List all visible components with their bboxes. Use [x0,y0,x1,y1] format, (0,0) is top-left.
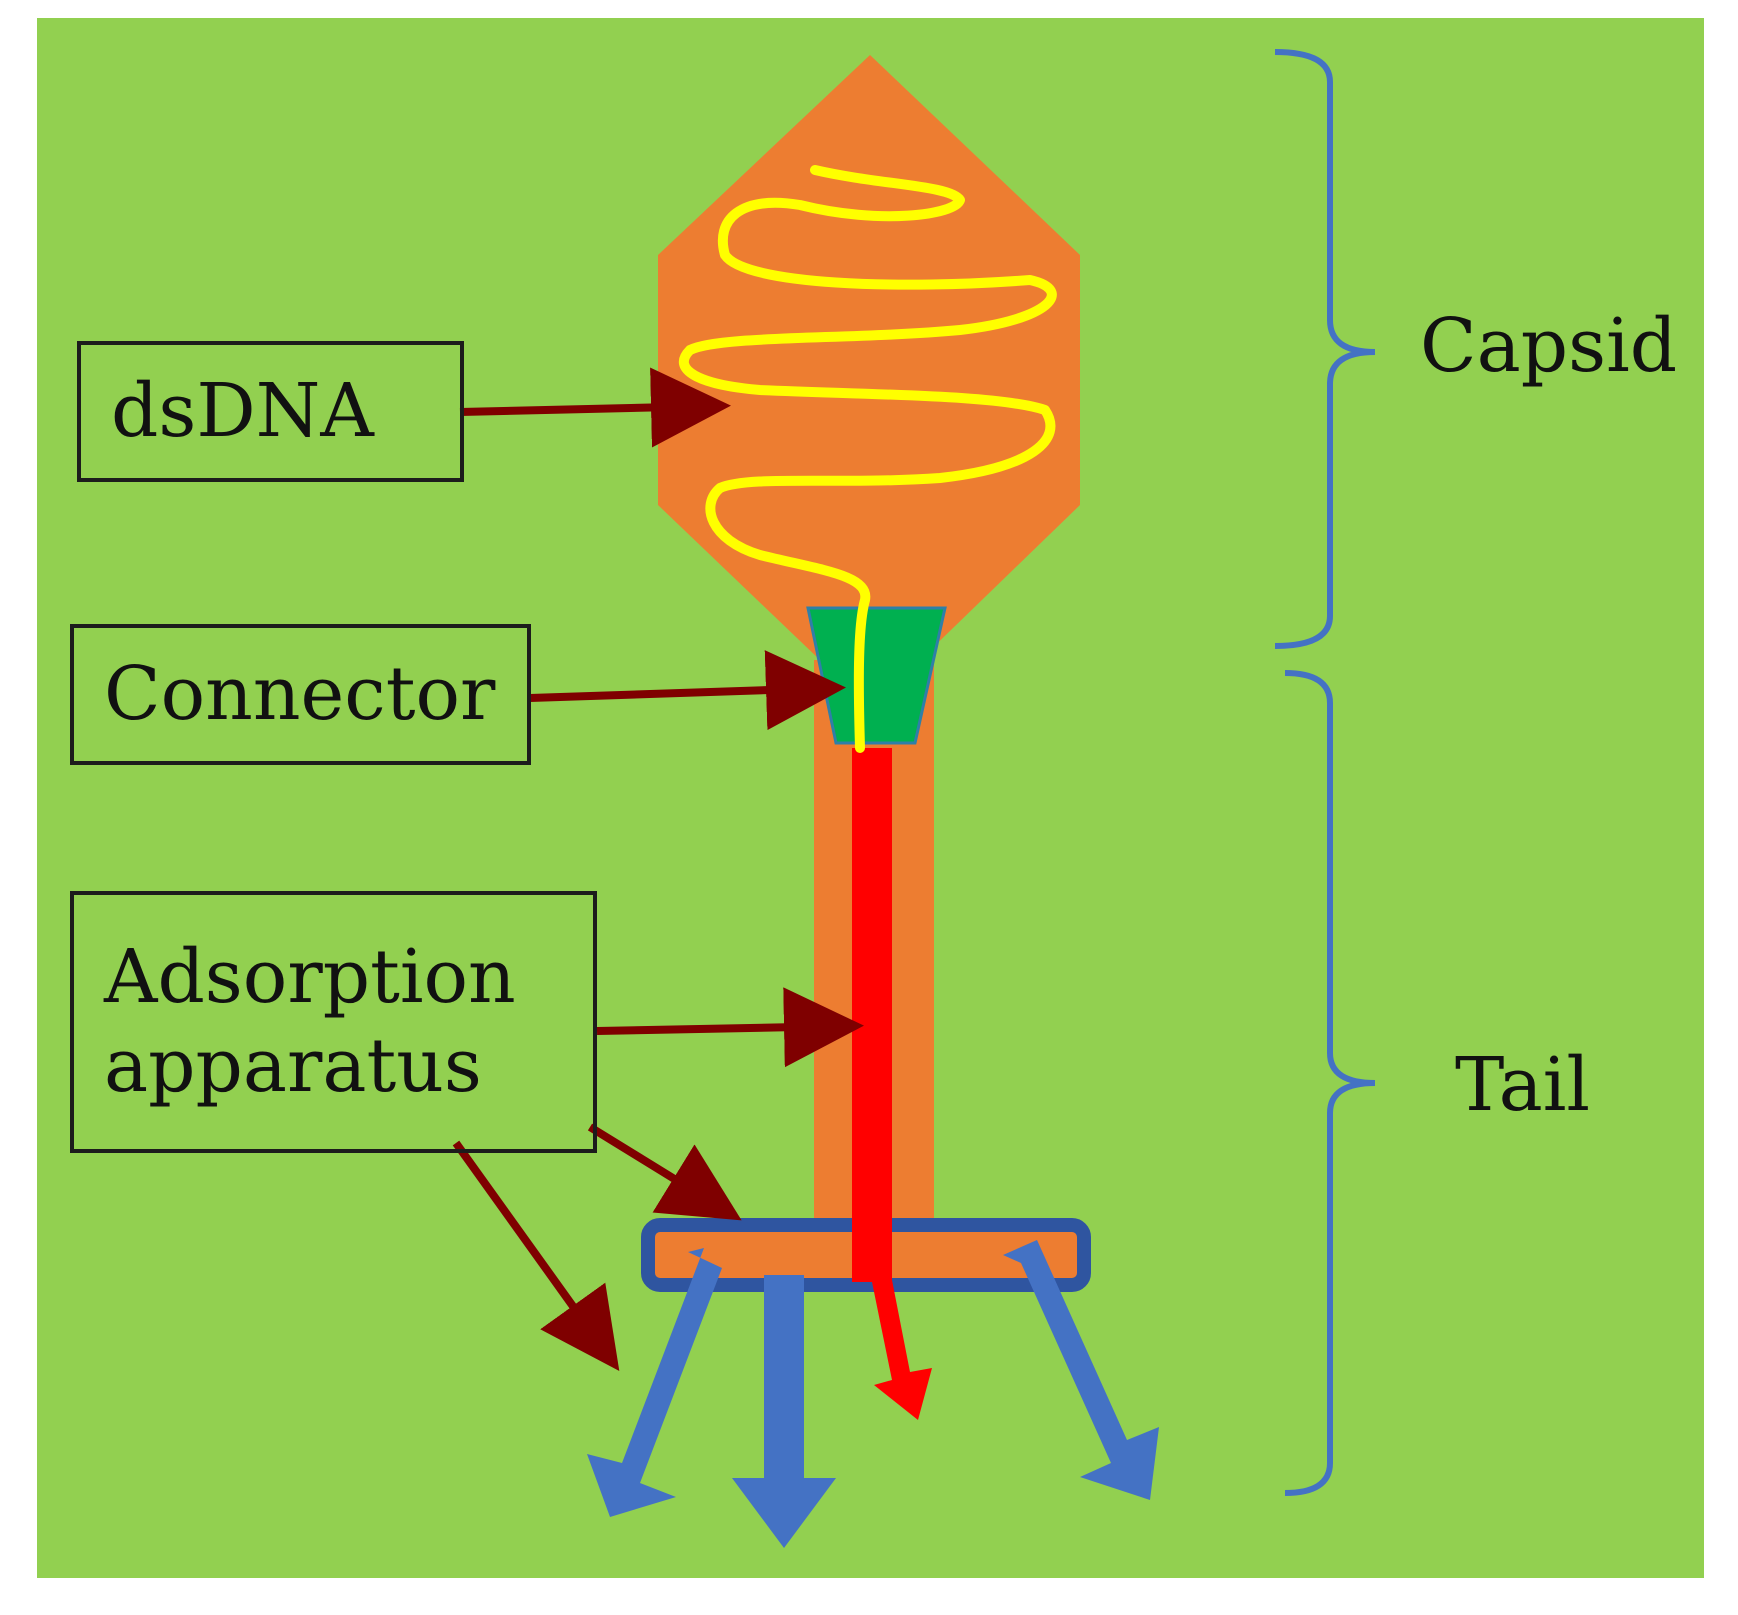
adsorption-label-box: Adsorption apparatus [70,891,597,1153]
connector-pointer-arrow [529,650,846,731]
phage-diagram [37,18,1704,1578]
tail-core [852,748,932,1420]
tail-label: Tail [1455,1042,1591,1128]
dsdna-strand [679,165,1057,753]
adsorption-pointer-arrow-baseplate [587,1123,742,1221]
adsorption-label-line2: apparatus [104,1023,482,1109]
dsdna-pointer-arrow [459,367,731,448]
adsorption-label-line1: Adsorption [104,934,516,1021]
adsorption-pointer-arrow-core [596,987,864,1068]
tail-fiber-left [587,1248,722,1517]
tail-brace [1284,670,1376,1496]
tail-fibers [587,1240,1159,1548]
capsid-brace [1274,49,1376,649]
connector-label-box: Connector [70,624,531,765]
tail-fiber-right [1003,1240,1159,1500]
capsid-label: Capsid [1420,303,1678,389]
tail-fiber-center [732,1275,836,1548]
connector-label: Connector [104,651,496,738]
dsdna-label: dsDNA [111,368,374,455]
dsdna-label-box: dsDNA [77,341,464,482]
diagram-panel: dsDNA Connector Adsorption apparatus Cap… [37,18,1704,1578]
pointer-arrows [452,367,864,1372]
adsorption-pointer-arrow-fiber [452,1140,620,1372]
